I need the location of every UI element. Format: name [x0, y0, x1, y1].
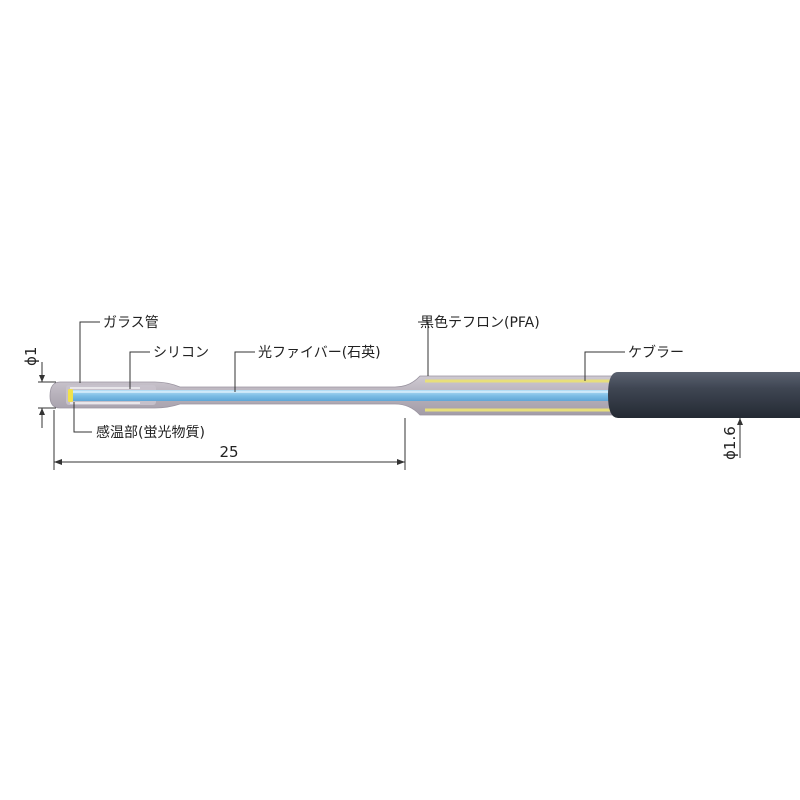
optical-fiber	[72, 390, 615, 401]
label-optical-fiber: 光ファイバー(石英)	[258, 344, 381, 361]
leader-black-teflon	[418, 321, 429, 376]
label-glass-tube: ガラス管	[103, 315, 159, 331]
leader-silicone	[129, 351, 150, 389]
dim-cable-arrow	[737, 418, 743, 425]
dim-length-arrow-left	[54, 459, 62, 465]
dim-cable-diameter: ϕ1.6	[721, 426, 739, 460]
dark-cable	[608, 372, 800, 418]
leader-kevlar	[584, 351, 625, 381]
dim-tip-arrow-top	[39, 375, 45, 382]
label-kevlar: ケブラー	[628, 344, 684, 361]
label-sensing-part: 感温部(蛍光物質)	[96, 424, 205, 441]
dim-tip-diameter: ϕ1	[22, 347, 40, 366]
label-silicone: シリコン	[153, 345, 209, 361]
leader-glass-tube	[79, 321, 100, 383]
sensor-tip	[68, 389, 73, 402]
label-black-teflon: 黒色テフロン(PFA)	[420, 314, 540, 331]
dim-tip-arrow-bottom	[39, 408, 45, 415]
dim-length-arrow-right	[397, 459, 405, 465]
leader-optical-fiber	[234, 351, 255, 392]
leader-sensing-part	[73, 402, 92, 433]
dim-length-value: 25	[219, 443, 238, 461]
